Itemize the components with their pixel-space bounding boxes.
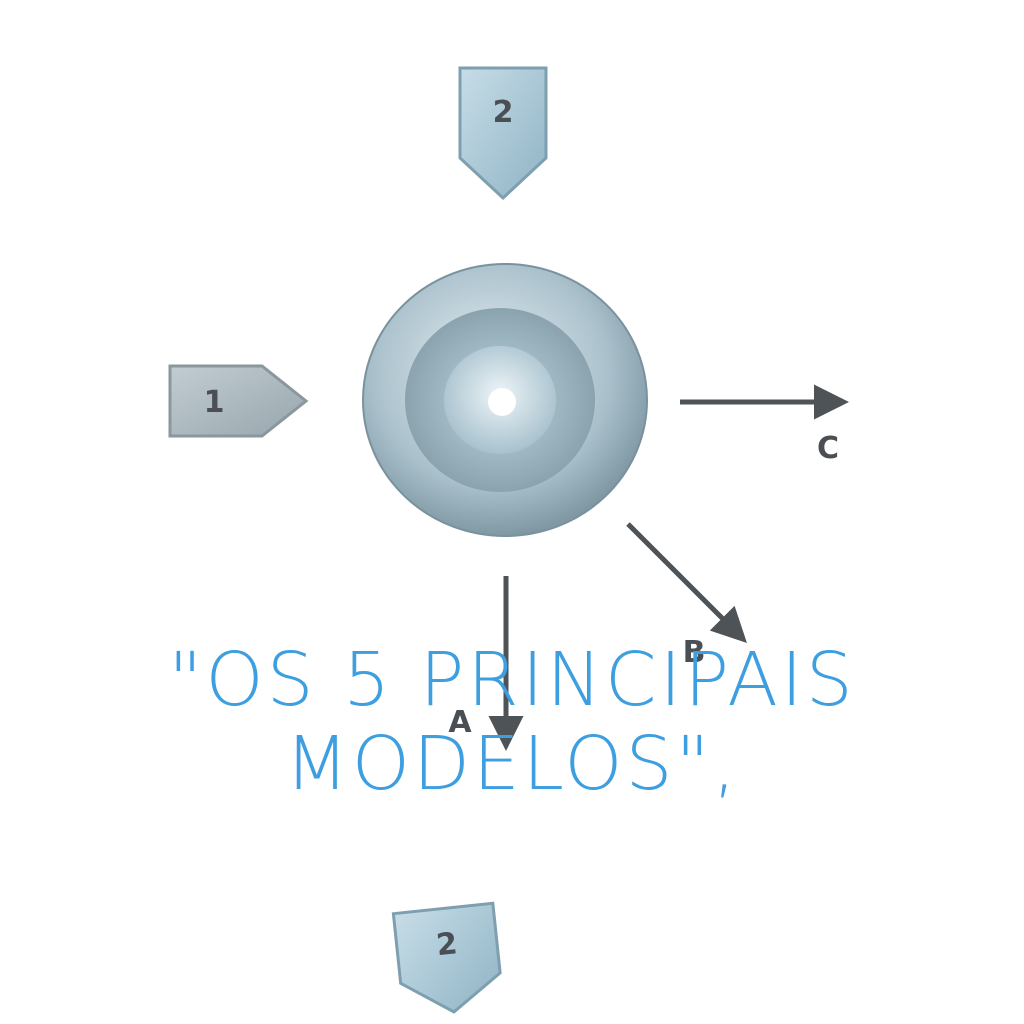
output-b-arrow: B xyxy=(626,522,747,670)
input-left-tag: 1 xyxy=(168,364,309,438)
output-c-arrow: C xyxy=(680,384,849,466)
input-left-label: 1 xyxy=(204,385,225,420)
caption-overlay: "OS 5 PRINCIPAIS MODELOS", xyxy=(0,638,1024,806)
output-b-label: B xyxy=(683,635,706,670)
output-a-label: A xyxy=(448,705,472,740)
output-c-label: C xyxy=(817,431,839,466)
caption-line-1: "OS 5 PRINCIPAIS xyxy=(168,637,856,723)
input-top-label: 2 xyxy=(493,95,514,130)
input-bottom-label: 2 xyxy=(435,926,459,963)
caption-line-2: MODELOS", xyxy=(284,721,740,807)
input-bottom-tag: 2 xyxy=(391,901,502,1014)
input-top-tag: 2 xyxy=(458,66,548,201)
output-a-arrow: A xyxy=(448,576,524,751)
central-disc xyxy=(362,263,648,537)
